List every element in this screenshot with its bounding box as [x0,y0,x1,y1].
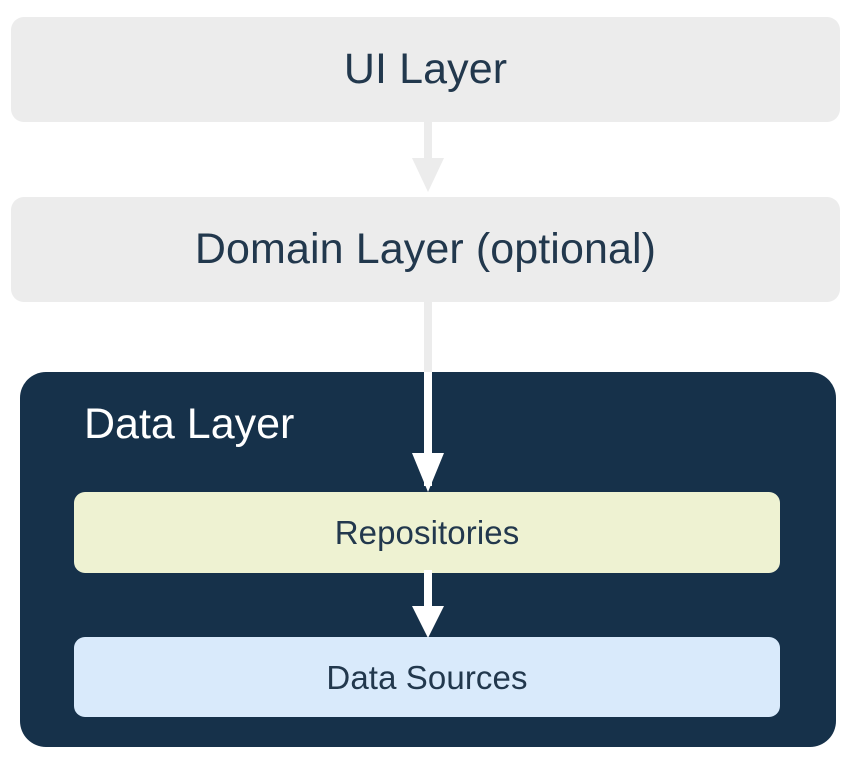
arrow-domain-to-repositories-icon [412,298,444,492]
data-layer-title: Data Layer [84,400,295,448]
arrow-stem-upper [424,298,432,374]
repositories-box[interactable]: Repositories [74,492,780,573]
data-sources-box[interactable]: Data Sources [74,637,780,717]
domain-layer-box[interactable]: Domain Layer (optional) [11,197,840,302]
repositories-label: Repositories [334,514,520,551]
arrow-stem [424,372,432,486]
ui-layer-box[interactable]: UI Layer [11,17,840,122]
domain-layer-label: Domain Layer (optional) [194,225,657,273]
arrow-stem [424,118,432,162]
arrow-stem [424,570,432,610]
data-sources-label: Data Sources [326,658,528,696]
arrow-repositories-to-data-sources-icon [412,570,444,640]
arrow-head [412,606,444,638]
arrow-head [412,453,444,492]
arrow-head [412,158,444,192]
ui-layer-label: UI Layer [343,45,508,93]
data-layer-box[interactable]: Data Layer Repositories Data Sources [20,372,836,747]
arrow-ui-to-domain-icon [412,118,444,198]
